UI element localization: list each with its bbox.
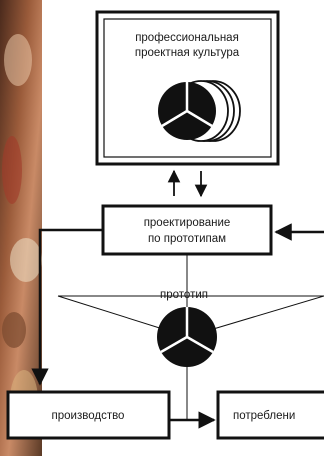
consumption-box: потреблени <box>218 392 324 438</box>
consumption-box-label: потреблени <box>233 410 295 422</box>
stacked-discs-icon <box>158 81 240 141</box>
design-box: проектирование по прототипам <box>103 206 271 254</box>
exchange-arrows <box>174 171 201 196</box>
culture-box-line2: проектная культура <box>135 47 240 59</box>
prototype-disc-icon <box>58 296 324 367</box>
design-box-line2: по прототипам <box>148 233 226 245</box>
prototype-label: прототип <box>160 289 208 301</box>
culture-box: профессиональная проектная культура <box>97 12 278 164</box>
design-box-line1: проектирование <box>144 217 231 229</box>
painting-fragment <box>0 0 42 456</box>
production-box-label: производство <box>52 410 125 422</box>
culture-box-line1: профессиональная <box>135 32 239 44</box>
production-box: производство <box>8 392 169 438</box>
